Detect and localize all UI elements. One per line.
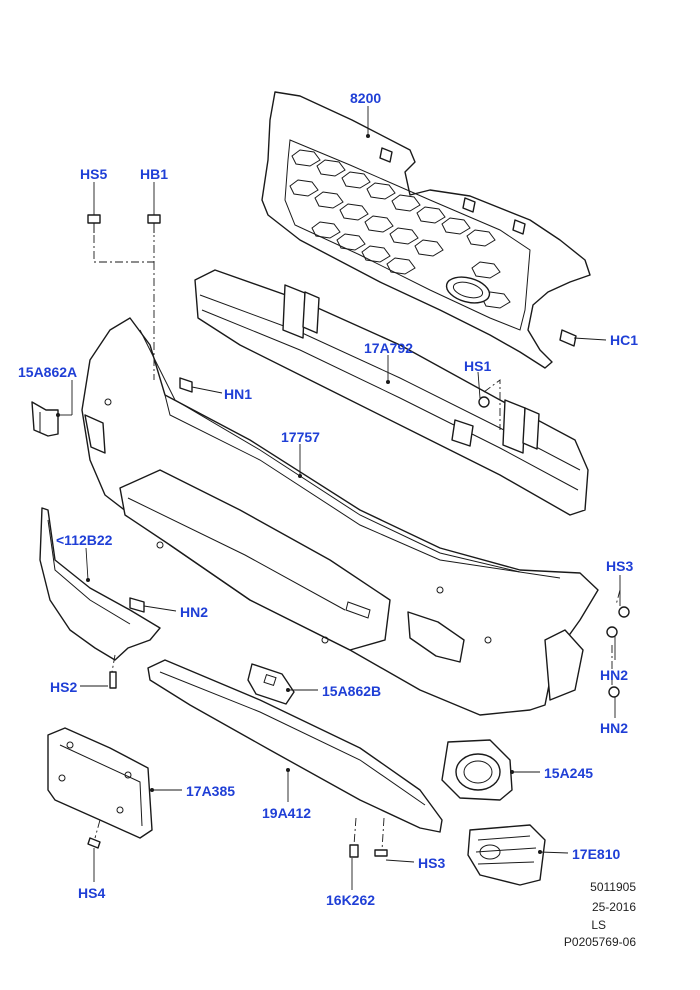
info-code: LS bbox=[591, 918, 606, 932]
label-hs3-right: HS3 bbox=[606, 558, 634, 574]
label-grille-8200: 8200 bbox=[350, 90, 382, 106]
label-hs2: HS2 bbox=[50, 679, 78, 695]
label-112b22: <112B22 bbox=[56, 532, 113, 548]
info-ref: P0205769-06 bbox=[563, 935, 636, 949]
license-plate-bracket-part bbox=[47, 727, 153, 839]
label-hb1: HB1 bbox=[140, 166, 169, 182]
assembly-lines bbox=[93, 235, 621, 851]
radiator-grille-part bbox=[261, 91, 591, 369]
fastener-parts bbox=[87, 214, 630, 858]
info-date: 25-2016 bbox=[591, 900, 636, 914]
label-hn2-right-a: HN2 bbox=[600, 667, 629, 683]
fog-lamp-bezel-part bbox=[441, 739, 513, 801]
label-19a412: 19A412 bbox=[262, 805, 312, 821]
bumper-cover-part bbox=[81, 317, 599, 716]
label-17a792: 17A792 bbox=[364, 340, 414, 356]
label-15a862b: 15A862B bbox=[322, 683, 382, 699]
label-hc1: HC1 bbox=[610, 332, 639, 348]
label-hn2-right-b: HN2 bbox=[600, 720, 629, 736]
label-17757: 17757 bbox=[281, 429, 320, 445]
label-16k262: 16K262 bbox=[326, 892, 376, 908]
label-15a245: 15A245 bbox=[544, 765, 594, 781]
label-hs3-bottom: HS3 bbox=[418, 855, 446, 871]
fog-grille-part bbox=[467, 824, 546, 886]
bumper-reinforcement-part bbox=[194, 269, 589, 516]
label-hs4: HS4 bbox=[78, 885, 106, 901]
label-hn2-left: HN2 bbox=[180, 604, 209, 620]
side-molding-part bbox=[39, 507, 161, 661]
label-17a385: 17A385 bbox=[186, 783, 236, 799]
label-hs1: HS1 bbox=[464, 358, 492, 374]
label-hn1: HN1 bbox=[224, 386, 253, 402]
left-bracket-part bbox=[31, 401, 59, 437]
label-15a862a: 15A862A bbox=[18, 364, 78, 380]
info-number: 5011905 bbox=[590, 880, 636, 894]
label-hs5: HS5 bbox=[80, 166, 108, 182]
leader-lines bbox=[56, 106, 621, 890]
label-17e810: 17E810 bbox=[572, 846, 621, 862]
lower-spoiler-part bbox=[147, 659, 443, 833]
center-bracket-part bbox=[247, 663, 295, 705]
